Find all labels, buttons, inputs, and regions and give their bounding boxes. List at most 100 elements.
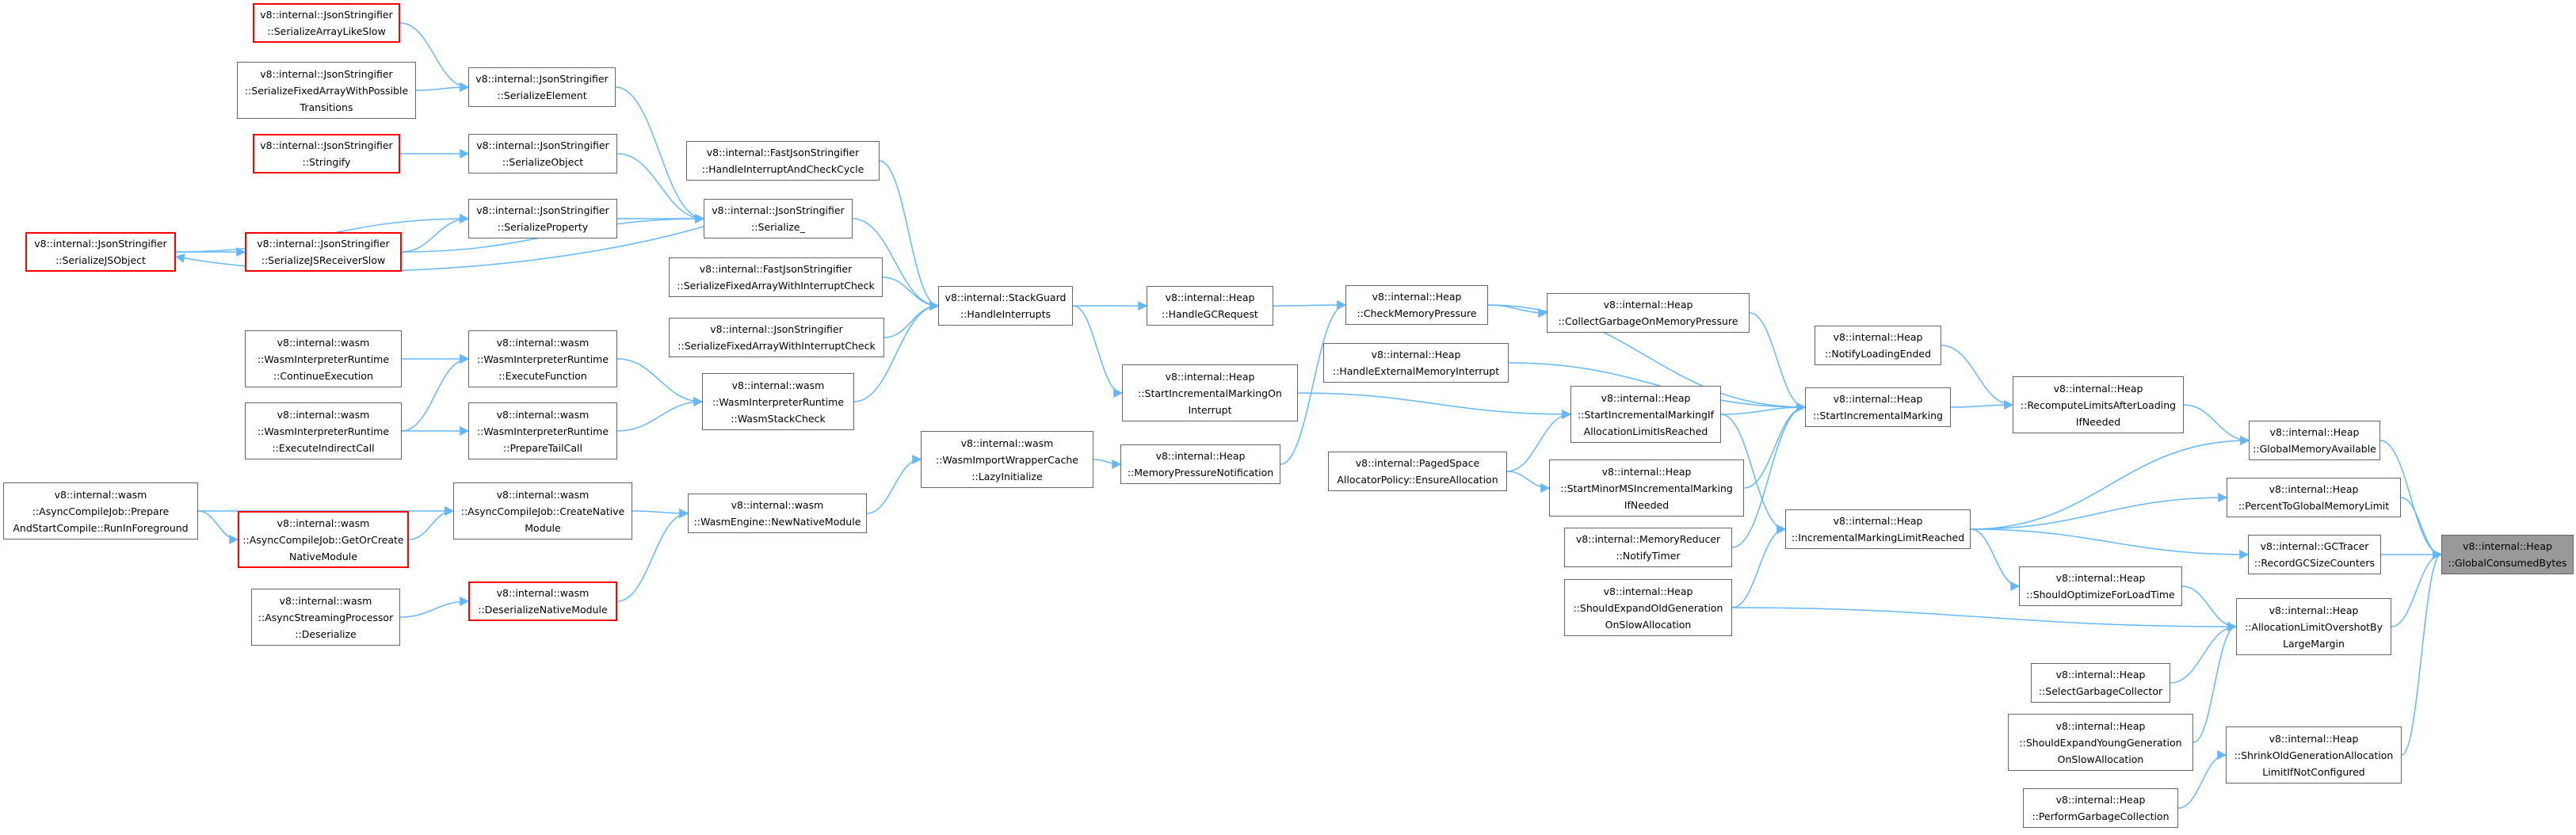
node-label-line: v8::internal::Heap	[2055, 669, 2146, 681]
node-wasm-engine-new-native-module[interactable]: v8::internal::wasm::WasmEngine::NewNativ…	[688, 494, 867, 533]
node-json-serialize-js-receiver-slow[interactable]: v8::internal::JsonStringifier::Serialize…	[245, 232, 402, 272]
call-edge-acjgocnm-acjcnm	[408, 506, 455, 540]
node-start-incremental-marking-if-limit-reached[interactable]: v8::internal::Heap::StartIncrementalMark…	[1570, 386, 1721, 443]
node-label-line: ::RecordGCSizeCounters	[2254, 557, 2376, 569]
node-label-line: ::ShouldExpandYoungGeneration	[2019, 736, 2182, 749]
node-json-serialize-fixed-array-transitions[interactable]: v8::internal::JsonStringifier::Serialize…	[237, 62, 416, 119]
node-label-line: Interrupt	[1188, 403, 1232, 416]
node-async-compile-prepare-run-in-foreground[interactable]: v8::internal::wasm::AsyncCompileJob::Pre…	[3, 482, 198, 540]
node-wasm-import-wrapper-cache-lazy-initialize[interactable]: v8::internal::wasm::WasmImportWrapperCac…	[921, 431, 1093, 488]
node-record-gc-size-counters[interactable]: v8::internal::GCTracer::RecordGCSizeCoun…	[2248, 535, 2381, 574]
node-label-line: IfNeeded	[1624, 498, 1670, 511]
node-label-line: ::WasmEngine::NewNativeModule	[693, 516, 861, 528]
node-label-line: v8::internal::JsonStringifier	[260, 139, 393, 151]
node-json-serialize-fixed-array[interactable]: v8::internal::JsonStringifier::Serialize…	[669, 318, 884, 357]
node-label-line: ::ContinueExecution	[273, 369, 373, 382]
node-global-memory-available[interactable]: v8::internal::Heap::GlobalMemoryAvailabl…	[2249, 421, 2380, 460]
call-edge-simomi-simial	[1297, 392, 1572, 419]
node-label-line: v8::internal::Heap	[1371, 349, 1461, 360]
node-label-line: ::NotifyTimer	[1616, 550, 1681, 562]
node-label-line: OnSlowAllocation	[1605, 618, 1692, 631]
node-check-memory-pressure[interactable]: v8::internal::Heap::CheckMemoryPressure	[1345, 285, 1488, 325]
node-select-garbage-collector[interactable]: v8::internal::Heap::SelectGarbageCollect…	[2031, 663, 2170, 703]
node-label-line: v8::internal::Heap	[1165, 292, 1255, 303]
node-label-line: AllocationLimitIsReached	[1583, 425, 1708, 437]
node-label-line: ::WasmInterpreterRuntime	[476, 353, 609, 365]
node-start-minor-ms-incremental-marking[interactable]: v8::internal::Heap::StartMinorMSIncremen…	[1549, 459, 1744, 517]
call-edge-wireic-wiref	[401, 354, 470, 432]
call-edge-simial-sim	[1720, 402, 1807, 415]
call-edge-ptgml-gcb	[2400, 497, 2443, 559]
node-recompute-limits-after-loading[interactable]: v8::internal::Heap::RecomputeLimitsAfter…	[2013, 376, 2184, 433]
node-global-consumed-bytes[interactable]: v8::internal::Heap::GlobalConsumedBytes	[2441, 535, 2574, 574]
node-label-line: ::LazyInitialize	[971, 470, 1043, 482]
node-wasm-continue-execution[interactable]: v8::internal::wasm::WasmInterpreterRunti…	[245, 330, 402, 387]
node-json-serialize-object[interactable]: v8::internal::JsonStringifier::Serialize…	[468, 134, 617, 173]
node-label-line: v8::internal::JsonStringifier	[712, 204, 845, 216]
node-json-serialize-js-object[interactable]: v8::internal::JsonStringifier::Serialize…	[25, 232, 176, 272]
node-perform-garbage-collection[interactable]: v8::internal::Heap::PerformGarbageCollec…	[2023, 788, 2178, 828]
node-should-optimize-for-load-time[interactable]: v8::internal::Heap::ShouldOptimizeForLoa…	[2019, 566, 2182, 606]
node-label-line: ::SerializeElement	[497, 90, 587, 101]
node-label-line: v8::internal::Heap	[1165, 370, 1255, 383]
node-allocation-limit-overshot[interactable]: v8::internal::Heap::AllocationLimitOvers…	[2236, 598, 2391, 655]
node-collect-garbage-on-memory-pressure[interactable]: v8::internal::Heap::CollectGarbageOnMemo…	[1547, 293, 1750, 333]
node-json-serialize-element[interactable]: v8::internal::JsonStringifier::Serialize…	[468, 67, 616, 107]
node-wasm-execute-indirect-call[interactable]: v8::internal::wasm::WasmInterpreterRunti…	[245, 402, 402, 459]
call-edge-imlr-gma	[1970, 436, 2250, 530]
node-label-line: ::SerializeJSReceiverSlow	[261, 254, 386, 266]
node-label-line: v8::internal::Heap	[2269, 732, 2359, 745]
node-label-line: ::DeserializeNativeModule	[478, 604, 608, 616]
node-label-line: v8::internal::JsonStringifier	[260, 67, 393, 80]
call-edge-psea-simial	[1506, 410, 1572, 472]
node-label-line: v8::internal::FastJsonStringifier	[699, 263, 853, 275]
node-shrink-old-generation-limit[interactable]: v8::internal::Heap::ShrinkOldGenerationA…	[2226, 726, 2402, 784]
node-label-line: ::ExecuteFunction	[498, 369, 587, 382]
node-label-line: LargeMargin	[2283, 637, 2345, 650]
node-async-compile-create-native-module[interactable]: v8::internal::wasm::AsyncCompileJob::Cre…	[453, 482, 632, 540]
node-start-incremental-marking[interactable]: v8::internal::Heap::StartIncrementalMark…	[1805, 387, 1951, 427]
node-deserialize-native-module[interactable]: v8::internal::wasm::DeserializeNativeMod…	[468, 581, 617, 621]
node-label-line: v8::internal::JsonStringifier	[257, 238, 390, 250]
node-json-stringifier-serialize[interactable]: v8::internal::JsonStringifier::Serialize…	[704, 199, 853, 238]
node-label-line: ::SerializeArrayLikeSlow	[267, 25, 386, 37]
call-edge-fjshiacc-sghi	[879, 160, 940, 311]
node-wasm-stack-check[interactable]: v8::internal::wasm::WasmInterpreterRunti…	[702, 373, 854, 430]
node-label-line: ::WasmInterpreterRuntime	[257, 353, 390, 365]
node-label-line: v8::internal::Heap	[2055, 572, 2146, 584]
node-should-expand-old-generation[interactable]: v8::internal::Heap::ShouldExpandOldGener…	[1564, 579, 1732, 636]
node-incremental-marking-limit-reached[interactable]: v8::internal::Heap::IncrementalMarkingLi…	[1785, 509, 1971, 549]
node-label-line: v8::internal::Heap	[1603, 299, 1693, 311]
node-async-compile-get-or-create-native-module[interactable]: v8::internal::wasm::AsyncCompileJob::Get…	[238, 511, 409, 568]
node-fast-json-serialize-fixed-array[interactable]: v8::internal::FastJsonStringifier::Seria…	[669, 257, 883, 297]
call-edge-imlr-soflt	[1970, 528, 2021, 591]
call-edge-jsse-jsser	[615, 86, 705, 223]
node-wasm-execute-function[interactable]: v8::internal::wasm::WasmInterpreterRunti…	[468, 330, 617, 387]
node-label-line: ::SelectGarbageCollector	[2038, 685, 2163, 697]
call-edge-jsso-jsser	[616, 153, 705, 223]
node-handle-gc-request[interactable]: v8::internal::Heap::HandleGCRequest	[1147, 286, 1273, 326]
call-edge-seyg-alobl	[2192, 622, 2238, 743]
node-label-line: v8::internal::wasm	[960, 437, 1054, 449]
node-memory-reducer-notify-timer[interactable]: v8::internal::MemoryReducer::NotifyTimer	[1564, 528, 1732, 567]
node-percent-to-global-memory-limit[interactable]: v8::internal::Heap::PercentToGlobalMemor…	[2227, 478, 2401, 517]
call-edge-cgomp-sim	[1749, 312, 1807, 412]
node-handle-external-memory-interrupt[interactable]: v8::internal::Heap::HandleExternalMemory…	[1323, 343, 1509, 383]
node-label-line: ::HandleGCRequest	[1162, 308, 1258, 320]
node-start-incremental-marking-on-interrupt[interactable]: v8::internal::Heap::StartIncrementalMark…	[1122, 364, 1298, 421]
node-fast-json-handle-interrupt-and-check-cycle[interactable]: v8::internal::FastJsonStringifier::Handl…	[686, 141, 880, 181]
node-memory-pressure-notification[interactable]: v8::internal::Heap::MemoryPressureNotifi…	[1120, 444, 1280, 484]
call-edge-jssfawic-sghi	[883, 301, 940, 338]
node-stack-guard-handle-interrupts[interactable]: v8::internal::StackGuard::HandleInterrup…	[938, 286, 1073, 326]
node-notify-loading-ended[interactable]: v8::internal::Heap::NotifyLoadingEnded	[1815, 326, 1941, 365]
node-async-streaming-deserialize[interactable]: v8::internal::wasm::AsyncStreamingProces…	[251, 589, 400, 646]
node-label-line: ::Deserialize	[295, 627, 357, 640]
node-label-line: v8::internal::Heap	[1601, 391, 1691, 404]
node-json-serialize-array-like-slow[interactable]: v8::internal::JsonStringifier::Serialize…	[253, 3, 400, 43]
node-wasm-prepare-tail-call[interactable]: v8::internal::wasm::WasmInterpreterRunti…	[468, 402, 617, 459]
node-json-serialize-property[interactable]: v8::internal::JsonStringifier::Serialize…	[468, 199, 617, 238]
call-edge-rlal-gma	[2183, 404, 2250, 445]
node-should-expand-young-generation[interactable]: v8::internal::Heap::ShouldExpandYoungGen…	[2008, 714, 2193, 771]
node-json-stringify[interactable]: v8::internal::JsonStringifier::Stringify	[253, 134, 400, 173]
